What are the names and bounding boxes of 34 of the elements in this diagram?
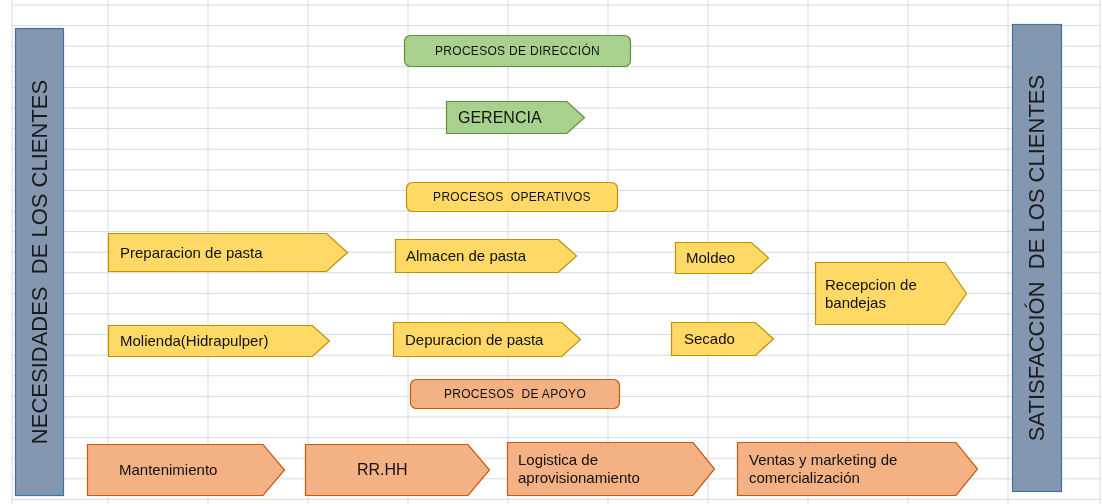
process-step-box (815, 262, 967, 325)
process-label: Almacen de pasta (406, 247, 527, 265)
process-step-box (737, 442, 978, 496)
section-title: PROCESOS DE DIRECCIÓN (434, 43, 601, 59)
process-step-box (507, 442, 715, 496)
process-label: Mantenimiento (119, 461, 218, 479)
process-step-box (305, 444, 490, 496)
process-step-box (108, 233, 348, 272)
process-step-box (108, 325, 330, 357)
side-banner (15, 28, 64, 496)
process-label: Secado (684, 330, 735, 348)
process-step-box (393, 322, 581, 357)
process-label: Logistica de aprovisionamiento (518, 451, 641, 487)
section-title: PROCESOS DE APOYO (442, 386, 588, 402)
section-title: PROCESOS OPERATIVOS (432, 189, 592, 205)
section-header (406, 182, 618, 212)
section-header (404, 35, 631, 67)
process-step-box (87, 444, 285, 496)
process-step-box (446, 101, 585, 134)
process-label: Depuracion de pasta (405, 330, 544, 349)
banner-label: NECESIDADES DE LOS CLIENTES (26, 79, 53, 445)
process-label: Recepcion de bandejas (825, 275, 918, 312)
process-label: Molienda(Hidrapulper) (120, 332, 269, 350)
process-step-box (671, 322, 774, 356)
process-label: RR.HH (357, 460, 408, 480)
banner-label: SATISFACCIÓN DE LOS CLIENTES (1023, 74, 1050, 442)
process-label: Preparacion de pasta (120, 243, 263, 262)
section-header (410, 379, 620, 409)
process-label: Ventas y marketing de comercialización (749, 451, 899, 487)
process-label: Moldeo (686, 249, 736, 267)
process-step-box (675, 242, 769, 274)
side-banner (1012, 24, 1062, 492)
process-label: GERENCIA (458, 107, 542, 128)
process-step-box (395, 239, 577, 273)
